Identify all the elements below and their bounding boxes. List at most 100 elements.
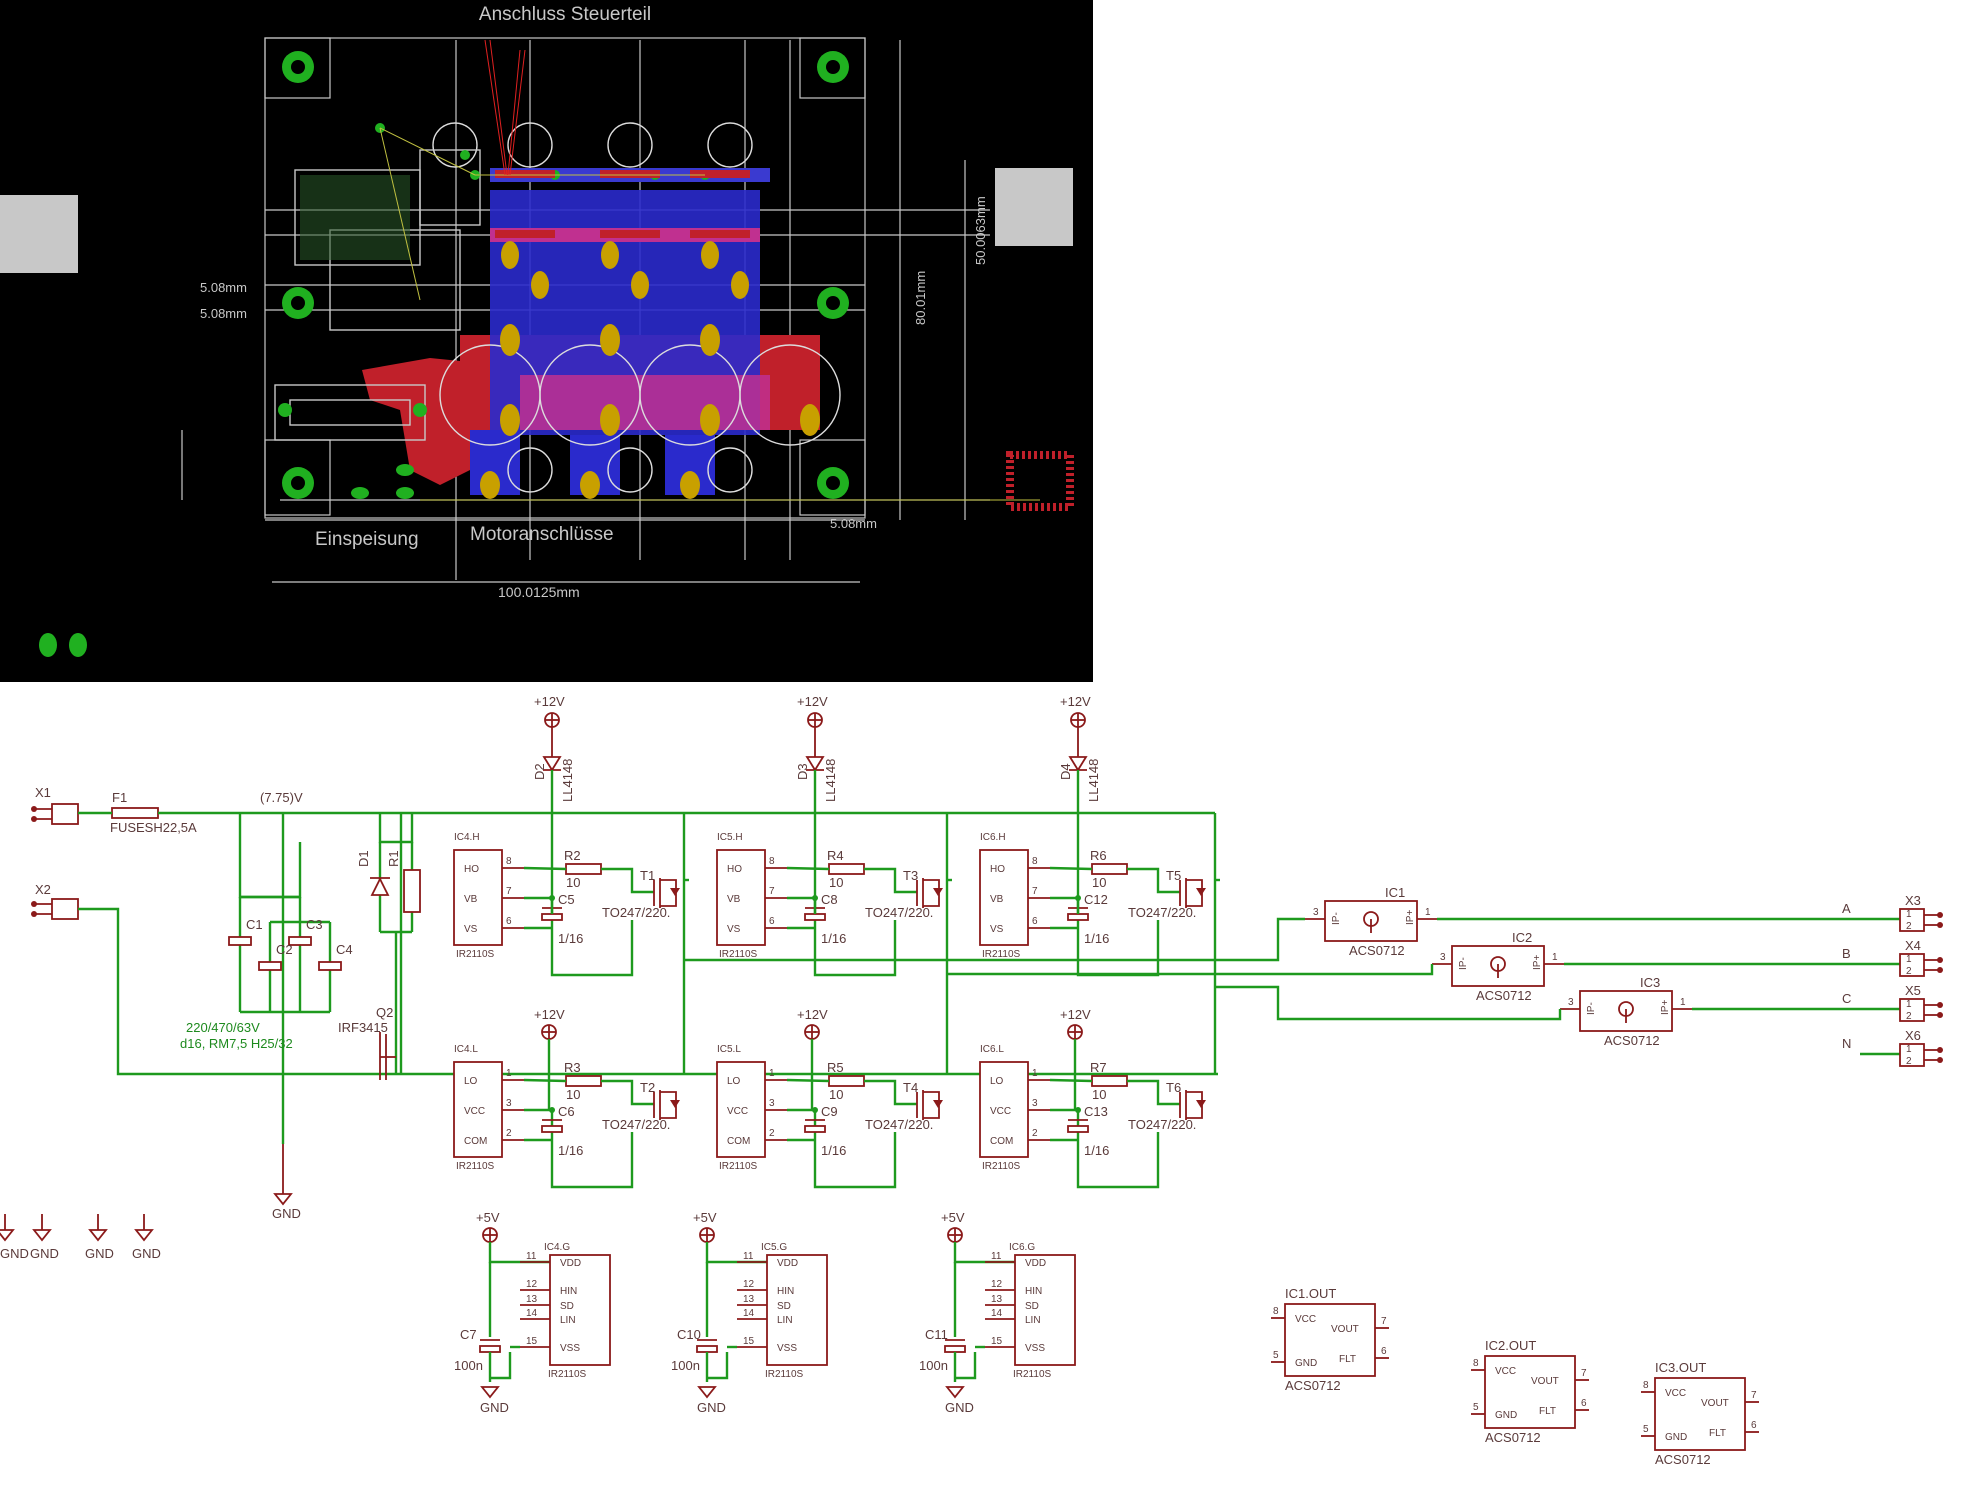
gate-cap-value: 100n: [454, 1358, 483, 1373]
capacitor-ref: C5: [558, 892, 575, 907]
gnd-symbols-left: GND GND GND GND: [0, 1214, 161, 1261]
pads-yellow: [480, 241, 820, 499]
svg-text:3: 3: [1568, 997, 1574, 1008]
svg-text:VCC: VCC: [1295, 1314, 1316, 1325]
pin-number: 2: [1032, 1128, 1038, 1139]
svg-text:15: 15: [743, 1336, 755, 1347]
diode-ref: D4: [1058, 763, 1073, 780]
svg-text:+12V: +12V: [797, 1007, 828, 1022]
svg-text:GND: GND: [1665, 1432, 1687, 1443]
svg-text:220/470/63V: 220/470/63V: [186, 1020, 260, 1035]
connector-ref: X4: [1905, 938, 1921, 953]
low-driver-2: IC5.LIR2110SLO1VCC3COM2R510C91/16T4TO247…: [716, 1044, 943, 1189]
svg-text:GND: GND: [0, 1246, 29, 1261]
svg-text:VDD: VDD: [560, 1258, 581, 1269]
transistor-ref: T2: [640, 1080, 655, 1095]
pin-label: COM: [990, 1136, 1013, 1147]
pin-number: 6: [769, 916, 775, 927]
rail-label: +12V: [1060, 694, 1091, 709]
sensor-output-units: IC1.OUTACS0712VCCVOUTFLTGND8765IC2.OUTAC…: [1271, 1286, 1759, 1467]
pin-number: 3: [506, 1098, 512, 1109]
resistor-ref: R7: [1090, 1060, 1107, 1075]
svg-text:2: 2: [1906, 1056, 1912, 1067]
rail-label: +12V: [534, 694, 565, 709]
svg-text:VCC: VCC: [1495, 1366, 1516, 1377]
svg-text:F1: F1: [112, 790, 127, 805]
brake-chopper: D1 R1 Q2 IRF3415: [338, 813, 421, 1080]
pin-number: 8: [769, 856, 775, 867]
svg-text:8: 8: [1273, 1306, 1279, 1317]
svg-text:SD: SD: [777, 1301, 791, 1312]
driver-stages: IC4.HIR2110SHO8VB7VS6R210C51/16T1TO247/2…: [453, 813, 1220, 1189]
pin-number: 1: [506, 1068, 512, 1079]
svg-text:VSS: VSS: [560, 1343, 580, 1354]
right-marker-block: [995, 168, 1073, 246]
svg-text:GND: GND: [945, 1400, 974, 1415]
copper-layers: [362, 168, 820, 495]
svg-text:11: 11: [991, 1251, 1002, 1262]
svg-text:C3: C3: [306, 917, 323, 932]
svg-text:IP+: IP+: [1405, 910, 1416, 925]
gate-unit-2: +5VGNDC10100nIC5.GIR2110S11VDD12HIN13SD1…: [671, 1210, 828, 1415]
driver-part: IR2110S: [719, 949, 758, 960]
pin-number: 3: [769, 1098, 775, 1109]
driver-part: IR2110S: [982, 1161, 1021, 1172]
svg-text:FLT: FLT: [1339, 1354, 1356, 1365]
pin-number: 6: [506, 916, 512, 927]
svg-text:GND: GND: [30, 1246, 59, 1261]
transistor-package: TO247/220.: [1128, 905, 1196, 920]
capacitor-value: 1/16: [821, 931, 846, 946]
driver-part: IR2110S: [982, 949, 1021, 960]
pcb-canvas: Anschluss Steuerteil Einspeisung Motoran…: [0, 4, 1074, 657]
resistor-value: 10: [829, 875, 843, 890]
svg-text:HIN: HIN: [1025, 1286, 1042, 1297]
svg-text:X2: X2: [35, 882, 51, 897]
svg-text:LIN: LIN: [1025, 1315, 1041, 1326]
svg-text:13: 13: [526, 1294, 538, 1305]
connector-ref: X6: [1905, 1028, 1921, 1043]
svg-text:GND: GND: [85, 1246, 114, 1261]
connector-x1: X1: [31, 785, 79, 825]
svg-text:FUSESH22,5A: FUSESH22,5A: [110, 820, 197, 835]
transistor-package: TO247/220.: [602, 905, 670, 920]
gate-supply-units: +5VGNDC7100nIC4.GIR2110S11VDD12HIN13SD14…: [454, 1210, 1076, 1415]
dim-left-1: 5.08mm: [200, 280, 247, 295]
sensor-ref: IC1: [1385, 885, 1405, 900]
transistor-ref: T1: [640, 868, 655, 883]
out-unit-part: ACS0712: [1485, 1430, 1541, 1445]
capacitor-ref: C12: [1084, 892, 1108, 907]
resistor-value: 10: [566, 875, 580, 890]
schematic-canvas: X1 X2 F1 FUSESH22,5A (7.75)V: [0, 694, 1943, 1467]
pin-number: 8: [1032, 856, 1038, 867]
gate-unit-part: IR2110S: [1013, 1369, 1052, 1380]
pin-number: 1: [769, 1068, 775, 1079]
pcb-title: Anschluss Steuerteil: [479, 4, 651, 25]
svg-text:13: 13: [991, 1294, 1003, 1305]
svg-text:2: 2: [1906, 1011, 1912, 1022]
sensor-part: ACS0712: [1349, 943, 1405, 958]
gate-unit-3: +5VGNDC11100nIC6.GIR2110S11VDD12HIN13SD1…: [919, 1210, 1076, 1415]
svg-text:8: 8: [1643, 1380, 1649, 1391]
gate-cap-ref: C11: [925, 1327, 948, 1342]
resistor-value: 10: [1092, 875, 1106, 890]
pin-number: 8: [506, 856, 512, 867]
transistor-ref: T6: [1166, 1080, 1181, 1095]
supply-voltage-label: (7.75)V: [260, 790, 303, 805]
pin-number: 7: [506, 886, 512, 897]
pin-label: HO: [464, 864, 479, 875]
pin-label: LO: [727, 1076, 741, 1087]
capacitor-ref: C13: [1084, 1104, 1108, 1119]
svg-text:+12V: +12V: [534, 1007, 565, 1022]
fuse-f1: F1 FUSESH22,5A: [110, 790, 197, 835]
svg-text:1: 1: [1425, 907, 1431, 918]
gate-cap-ref: C10: [677, 1327, 701, 1342]
driver-name: IC4.L: [454, 1044, 478, 1055]
phase-label: N: [1842, 1036, 1851, 1051]
diode-ref: D2: [532, 763, 547, 780]
gate-unit-name: IC5.G: [761, 1242, 787, 1253]
sensor-part: ACS0712: [1476, 988, 1532, 1003]
svg-text:1: 1: [1906, 999, 1912, 1010]
svg-text:LIN: LIN: [560, 1315, 576, 1326]
